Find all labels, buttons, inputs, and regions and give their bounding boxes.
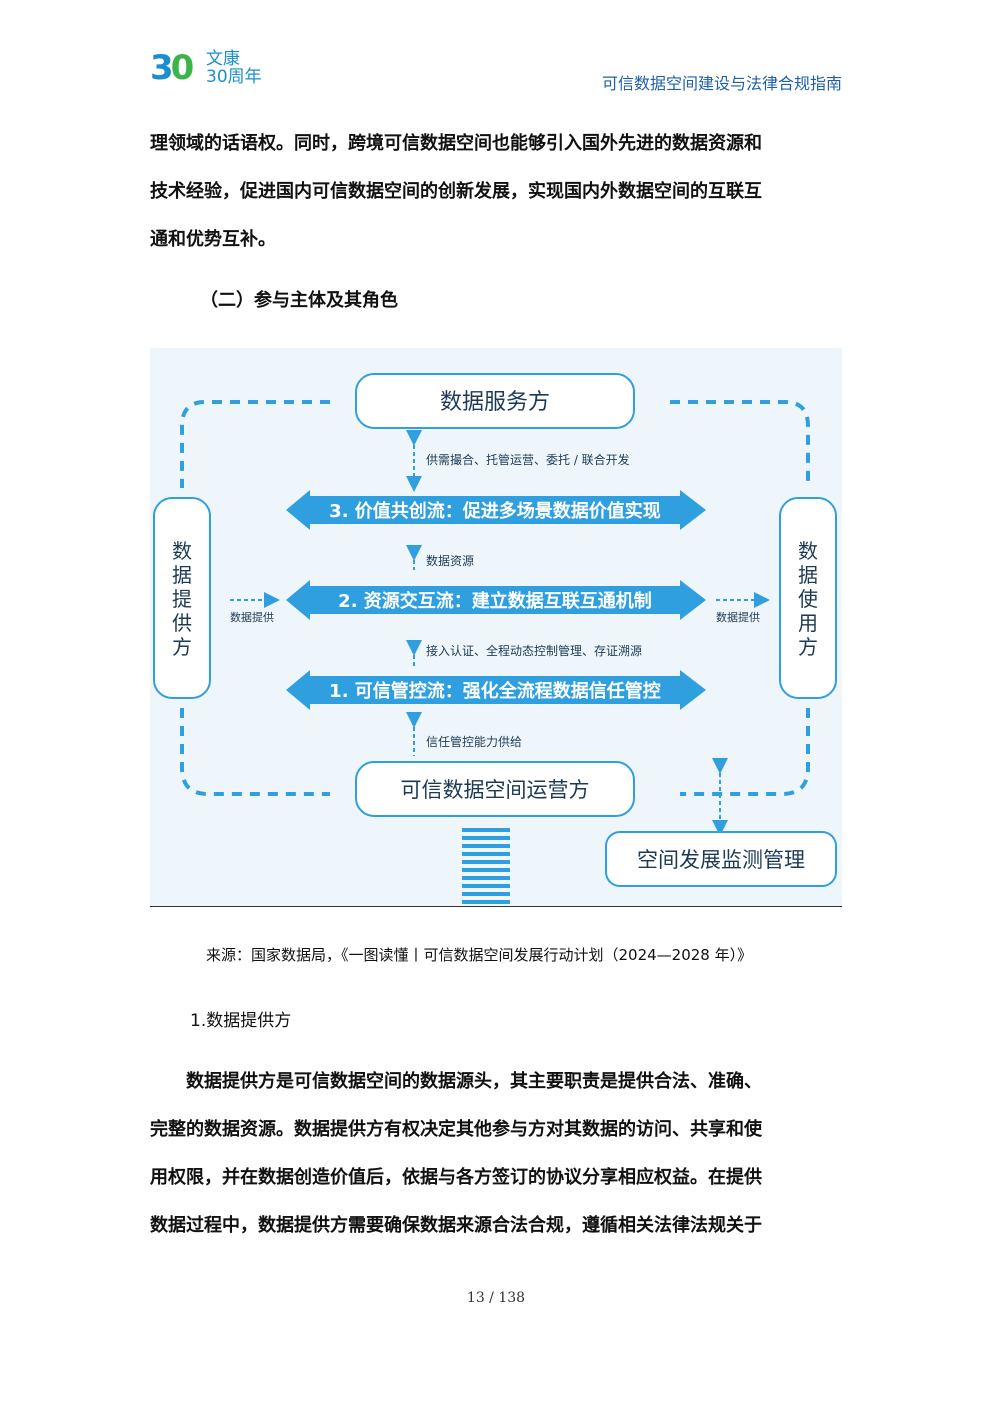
logo-brand: 文康 30周年 xyxy=(206,49,262,87)
user-label: 数据使用方 xyxy=(798,539,818,659)
paragraph-line: 完整的数据资源。数据提供方有权决定其他参与方对其数据的访问、共享和使 xyxy=(150,1119,762,1140)
section-heading: （二）参与主体及其角色 xyxy=(200,290,398,311)
paragraph-line: 理领域的话语权。同时，跨境可信数据空间也能够引入国外先进的数据资源和 xyxy=(150,133,762,154)
operator-label: 可信数据空间运营方 xyxy=(401,778,590,802)
logo-number: 30 xyxy=(150,48,194,88)
operator-box xyxy=(355,761,635,817)
logo: 30 文康 30周年 xyxy=(150,48,280,94)
paragraph-line: 用权限，并在数据创造价值后，依据与各方签订的协议分享相应权益。在提供 xyxy=(150,1167,762,1188)
vertical-connectors xyxy=(406,430,728,836)
roles-diagram: 数据服务方 供需撮合、托管运营、委托 / 联合开发 数据资源 接入认证、全程动态… xyxy=(150,348,842,907)
access-label: 接入认证、全程动态控制管理、存证溯源 xyxy=(426,643,642,658)
diagram-svg: 数据服务方 供需撮合、托管运营、委托 / 联合开发 数据资源 接入认证、全程动态… xyxy=(153,373,837,904)
header-title: 可信数据空间建设与法律合规指南 xyxy=(601,74,842,93)
operator-base-stripes xyxy=(462,828,510,904)
provider-box xyxy=(153,497,211,699)
flow3-label: 3. 价值共创流：促进多场景数据价值实现 xyxy=(329,500,661,522)
paragraph-line: 技术经验，促进国内可信数据空间的创新发展，实现国内外数据空间的互联互 xyxy=(150,181,762,202)
monitor-box xyxy=(605,831,837,887)
paragraph-line: 通和优势互补。 xyxy=(150,229,276,250)
figure-source: 来源：国家数据局，《一图读懂丨可信数据空间发展行动计划（2024—2028 年）… xyxy=(206,946,753,964)
service-party-label: 数据服务方 xyxy=(440,390,550,415)
paragraph-line: 数据过程中，数据提供方需要确保数据来源合法合规，遵循相关法律法规关于 xyxy=(150,1215,762,1236)
supply-match-label: 供需撮合、托管运营、委托 / 联合开发 xyxy=(426,452,630,467)
flow3-arrow xyxy=(286,490,706,530)
provide-right-label: 数据提供 xyxy=(716,610,760,624)
flow2-arrow xyxy=(286,580,706,620)
provider-label: 数据提供方 xyxy=(172,539,192,659)
provide-left-label: 数据提供 xyxy=(230,610,274,624)
monitor-label: 空间发展监测管理 xyxy=(637,848,805,872)
subheading: 1.数据提供方 xyxy=(190,1011,292,1031)
page-number: 13 / 138 xyxy=(466,1290,526,1306)
service-party-box xyxy=(355,373,635,429)
paragraph-line: 数据提供方是可信数据空间的数据源头，其主要职责是提供合法、准确、 xyxy=(150,1071,762,1092)
flow2-label: 2. 资源交互流：建立数据互联互通机制 xyxy=(338,590,652,612)
trust-label: 信任管控能力供给 xyxy=(426,734,522,749)
flow1-arrow xyxy=(286,670,706,710)
flow1-label: 1. 可信管控流：强化全流程数据信任管控 xyxy=(329,680,661,702)
paragraph-2: 数据提供方是可信数据空间的数据源头，其主要职责是提供合法、准确、 完整的数据资源… xyxy=(150,1058,842,1250)
user-box xyxy=(779,497,837,699)
paragraph-1: 理领域的话语权。同时，跨境可信数据空间也能够引入国外先进的数据资源和 技术经验，… xyxy=(150,120,842,264)
outer-dashed-loop xyxy=(180,400,810,796)
data-resource-label: 数据资源 xyxy=(426,553,474,568)
